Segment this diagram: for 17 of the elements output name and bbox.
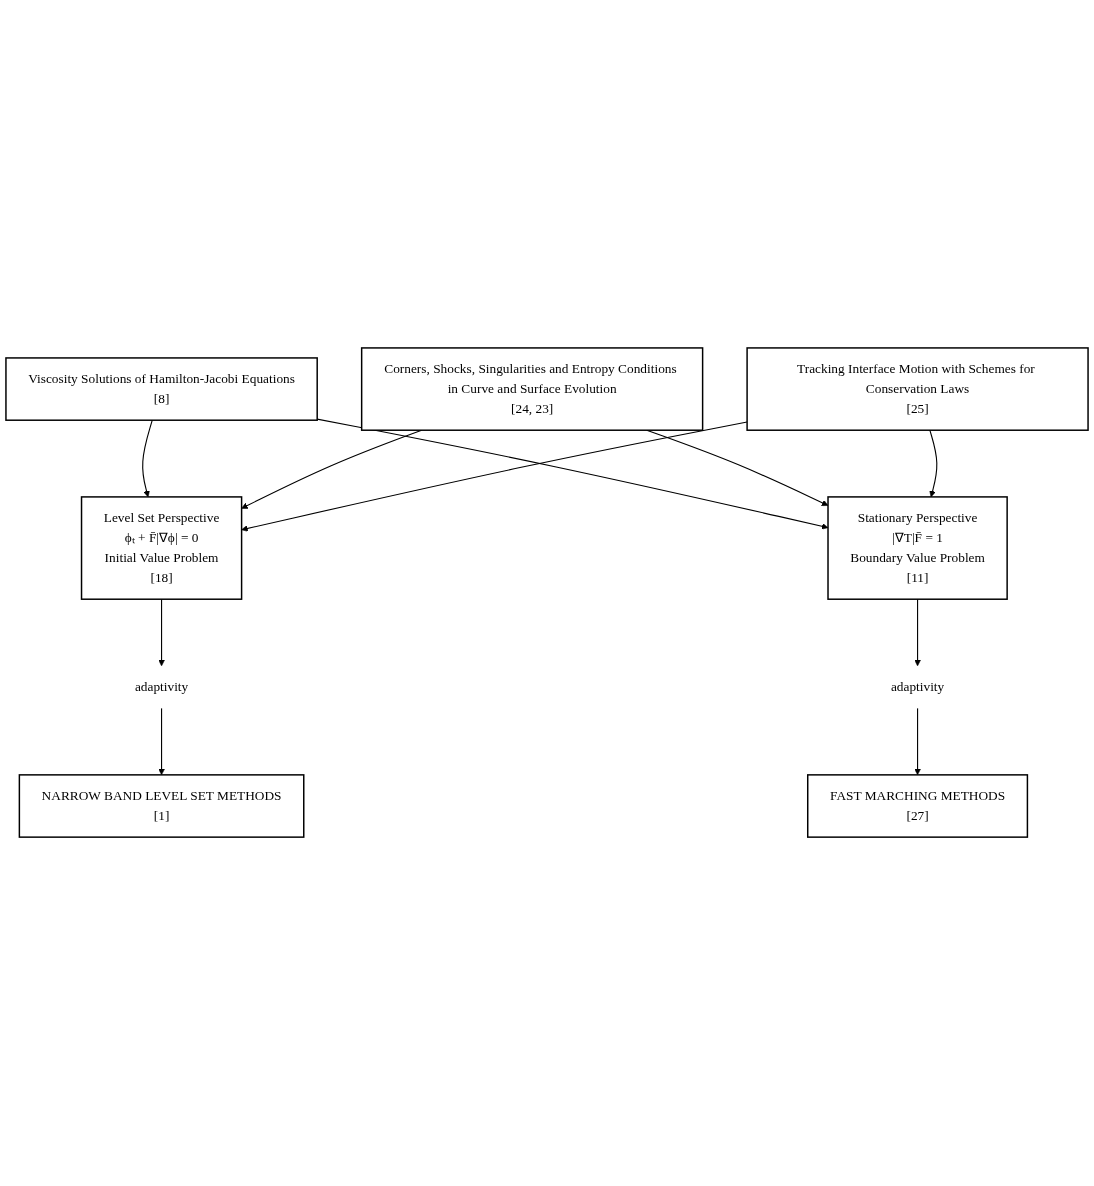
node-box: Corners, Shocks, Singularities and Entropy Conditions in Curve and Surface Evolution [24, 23] (360, 347, 704, 432)
arrow (158, 599, 165, 667)
arrow (142, 420, 153, 498)
node-box: Tracking Interface Motion with Schemes for Conservation Laws [25] (746, 347, 1089, 432)
arrow (914, 599, 921, 667)
node-box: FAST MARCHING METHODS [27] (807, 774, 1029, 839)
arrow (316, 419, 829, 530)
arrow (241, 421, 748, 533)
node-box: Viscosity Solutions of Hamilton-Jacobi Equations [8] (5, 357, 318, 422)
node-box: Level Set Perspective ϕₜ + F̄|∇ϕ| = 0 Initial Value Problem [18] (80, 496, 243, 601)
arrow (929, 430, 938, 498)
node-box: NARROW BAND LEVEL SET METHODS [1] (18, 774, 305, 839)
node-box: Stationary Perspective |∇T|F̄ = 1 Boundary Value Problem [11] (827, 496, 1008, 601)
node-text: adaptivity (134, 679, 189, 695)
arrow (158, 708, 165, 776)
node-text: adaptivity (890, 679, 945, 695)
arrow (914, 708, 921, 776)
